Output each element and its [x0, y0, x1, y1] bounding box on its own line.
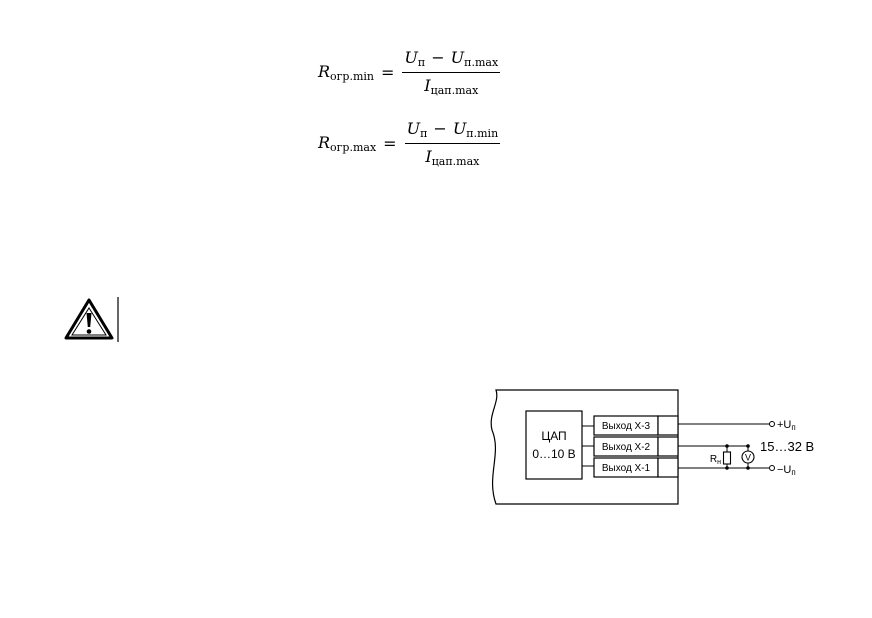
output-x2-label: Выход Х-2 [602, 442, 651, 453]
resistor-icon [722, 451, 732, 465]
terminal-x2 [657, 436, 679, 457]
formula-fraction: Uп−Uп.min Iцап.max [404, 119, 501, 168]
load-resistor-label: Rн [710, 454, 721, 466]
device-housing [490, 389, 679, 505]
supply-range-label: 15…32 В [760, 439, 814, 454]
formula-lhs: Rогр.min [318, 62, 375, 83]
fraction-numerator: Uп−Uп.max [402, 48, 501, 73]
formula-r-limit-max: Rогр.max = Uп−Uп.min Iцап.max [318, 119, 501, 168]
wiring-diagram: ЦАП 0…10 В Выход Х-3 Выход Х-2 Выход Х-1… [490, 389, 814, 505]
formula-lhs: Rогр.max [318, 133, 377, 154]
warning-triangle-icon [64, 297, 119, 342]
dac-block [525, 410, 583, 480]
fraction-denominator: Iцап.max [424, 76, 479, 97]
voltmeter-label: V [745, 453, 751, 463]
dac-label-line2: 0…10 В [532, 447, 575, 461]
formula-fraction: Uп−Uп.max Iцап.max [402, 48, 501, 97]
supply-plus-label: +Uп [777, 419, 796, 432]
terminal-x3 [657, 415, 679, 436]
formula-r-limit-min: Rогр.min = Uп−Uп.max Iцап.max [318, 48, 501, 97]
dac-label-line1: ЦАП [541, 429, 566, 443]
terminal-minus [769, 465, 775, 471]
fraction-numerator: Uп−Uп.min [404, 119, 501, 144]
fraction-denominator: Iцап.max [425, 147, 480, 168]
equals-sign: = [381, 63, 395, 82]
terminal-x1 [657, 457, 679, 478]
output-x1-label: Выход Х-1 [602, 463, 651, 474]
equals-sign: = [383, 134, 397, 153]
terminal-plus [769, 421, 775, 427]
output-x3-label: Выход Х-3 [602, 421, 651, 432]
supply-minus-label: −Uп [777, 464, 796, 477]
